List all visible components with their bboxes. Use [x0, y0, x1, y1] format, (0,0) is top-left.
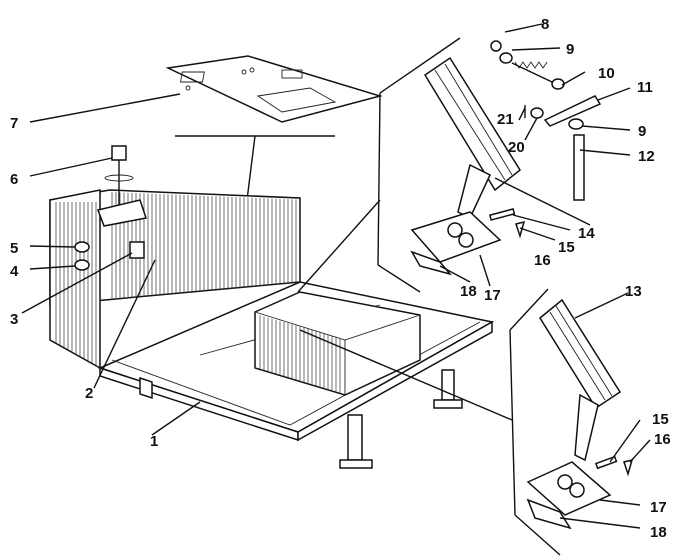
- detail-separators: [297, 37, 561, 556]
- label-3: 3: [10, 311, 18, 328]
- label-18-upper: 18: [460, 283, 477, 300]
- label-16-lower: 16: [654, 431, 671, 448]
- bolt-and-washers: [74, 145, 147, 271]
- label-15-upper: 15: [558, 239, 575, 256]
- label-14: 14: [578, 225, 595, 242]
- label-20: 20: [508, 139, 525, 156]
- label-9-bottom: 9: [638, 123, 646, 140]
- label-17-upper: 17: [484, 287, 501, 304]
- label-2: 2: [85, 385, 93, 402]
- label-15-lower: 15: [652, 411, 669, 428]
- pedal-assembly-lower: [526, 298, 634, 530]
- assembly-bracket: [175, 135, 335, 201]
- label-11: 11: [637, 79, 653, 96]
- label-10: 10: [598, 65, 615, 82]
- label-9-top: 9: [566, 41, 574, 58]
- label-7: 7: [10, 115, 18, 132]
- support-legs: [139, 369, 463, 469]
- top-plate: [165, 55, 383, 123]
- label-1: 1: [150, 433, 158, 450]
- label-4: 4: [10, 263, 19, 280]
- label-6: 6: [10, 171, 18, 188]
- label-13: 13: [625, 283, 642, 300]
- label-18-lower: 18: [650, 524, 667, 541]
- label-21: 21: [497, 111, 514, 128]
- label-16-upper: 16: [534, 252, 551, 269]
- label-5: 5: [10, 240, 18, 257]
- label-8: 8: [541, 16, 549, 33]
- part-labels: 1 2 3 4 5 6 7 8 9 10 11 9 12 13 14 15 16…: [10, 16, 671, 541]
- pedal-assembly-upper: [410, 40, 602, 276]
- leader-lines: [21, 23, 651, 529]
- label-17-lower: 17: [650, 499, 667, 516]
- label-12: 12: [638, 148, 655, 165]
